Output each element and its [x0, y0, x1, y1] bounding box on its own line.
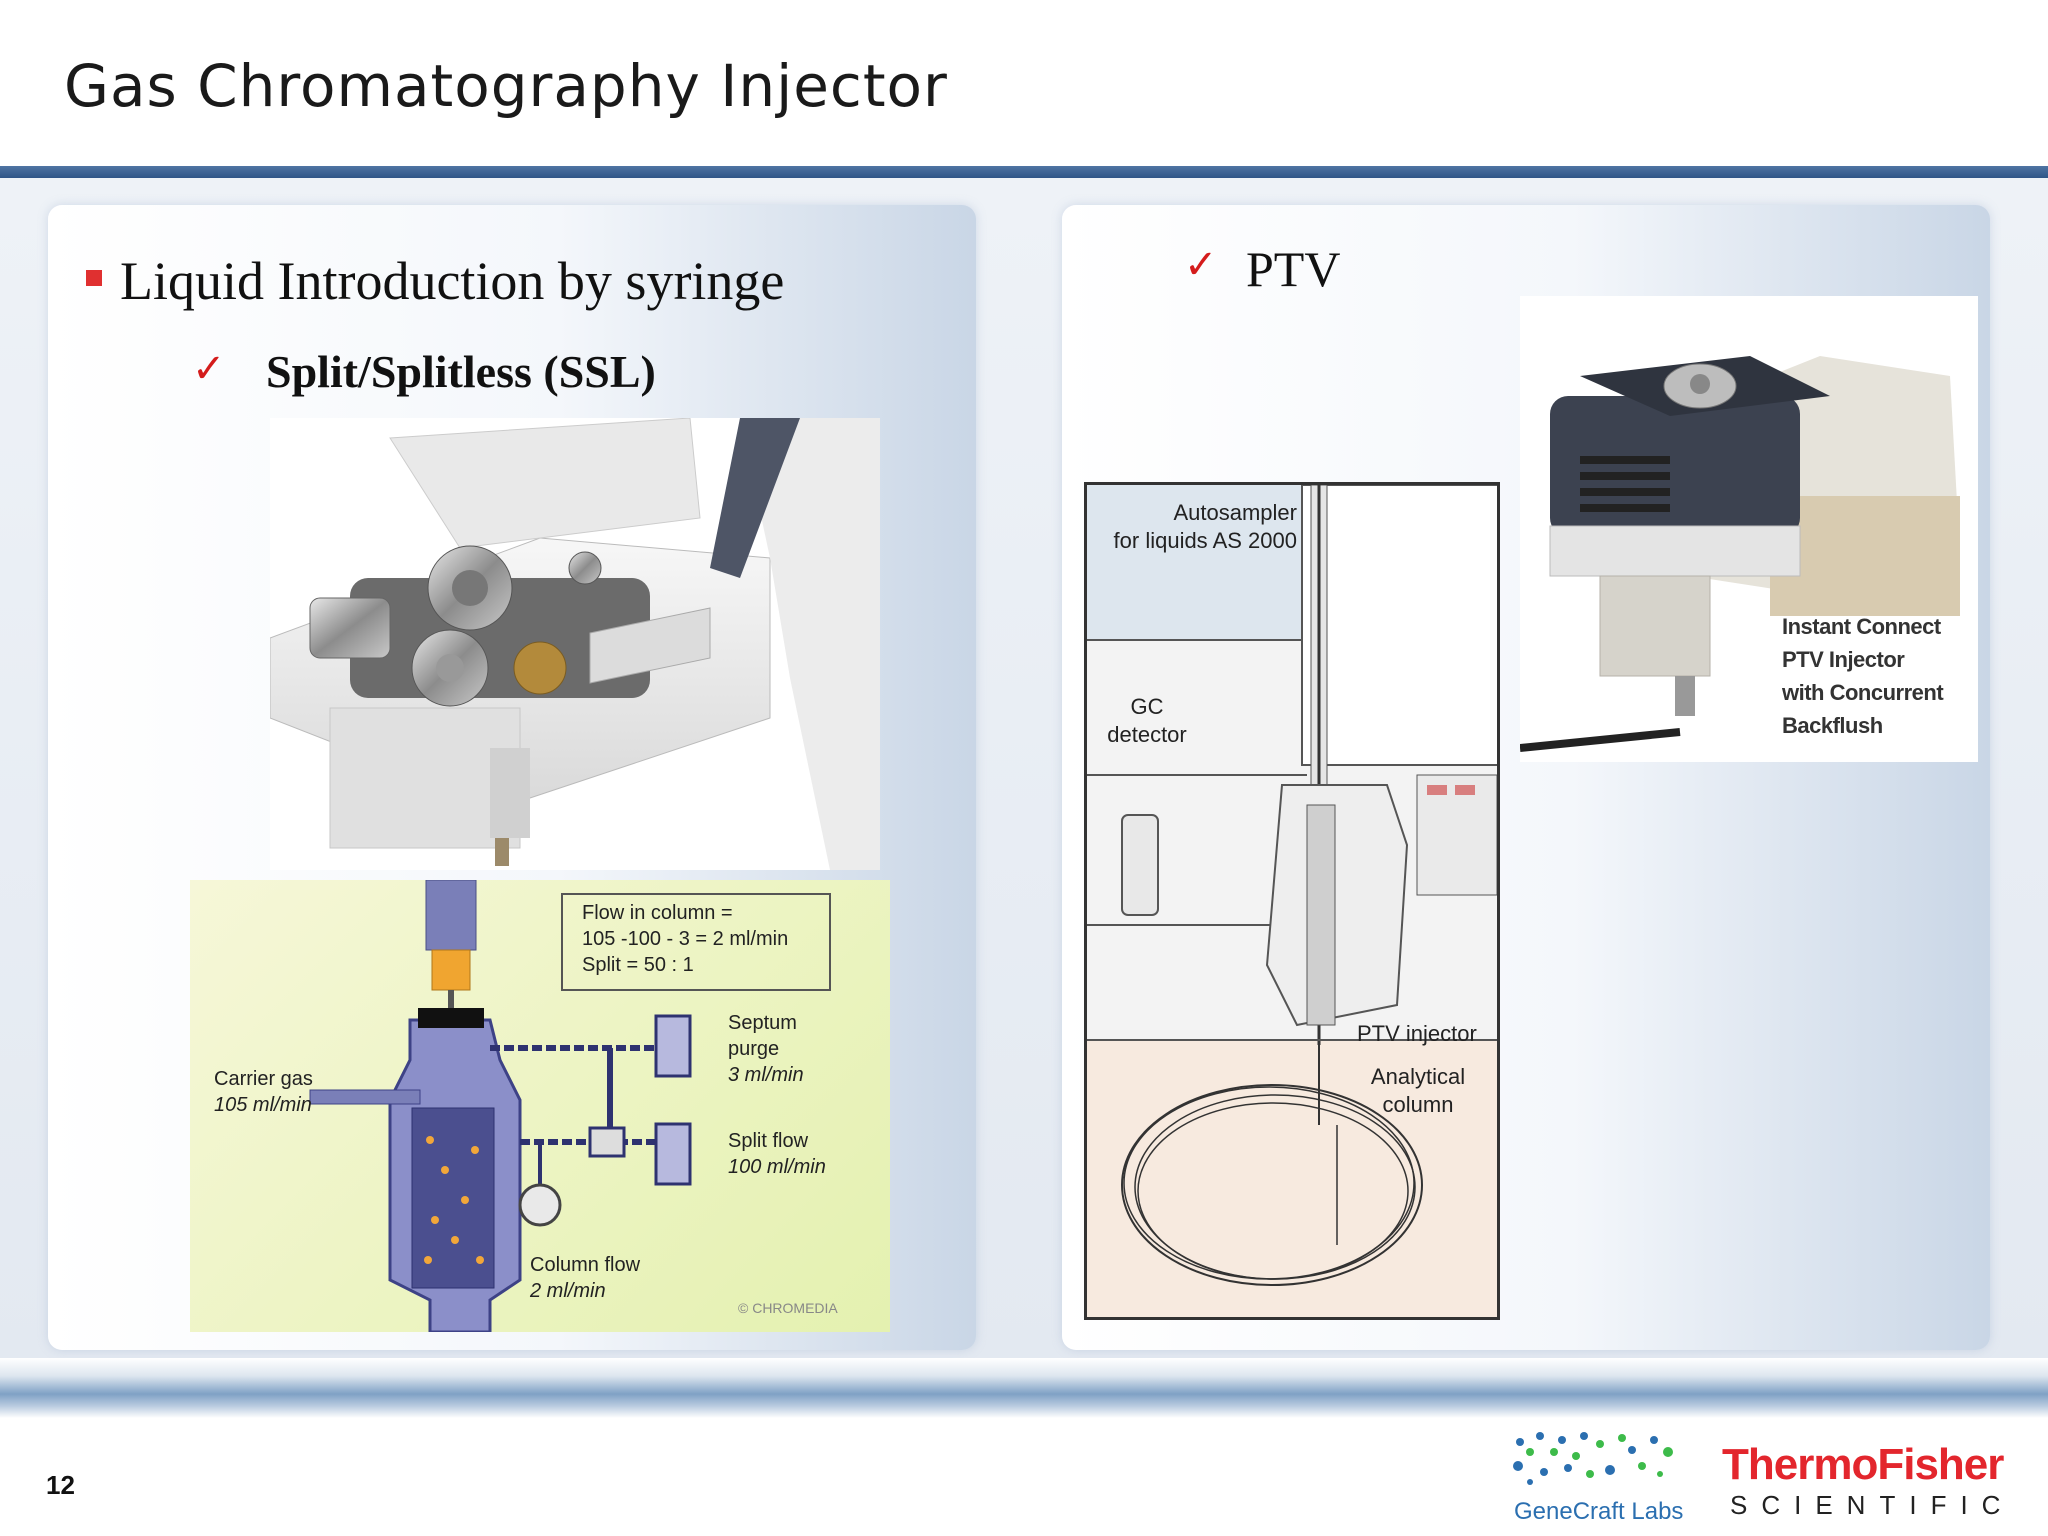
detector-line-2: detector	[1107, 721, 1187, 749]
detector-line-1: GC	[1107, 693, 1187, 721]
slide-title: Gas Chromatography Injector	[64, 52, 948, 120]
septum-line-3: 3 ml/min	[728, 1062, 804, 1088]
caption-line-2: PTV Injector	[1782, 643, 1943, 676]
checkmark-icon: ✓	[192, 346, 226, 392]
bullet-square-icon	[86, 270, 102, 286]
ptv-autosampler-diagram: Autosampler for liquids AS 2000 GC detec…	[1084, 482, 1500, 1320]
title-divider	[0, 166, 2048, 178]
septum-line-2: purge	[728, 1036, 804, 1062]
ssl-schematic-diagram: Flow in column = 105 -100 - 3 = 2 ml/min…	[190, 880, 890, 1332]
ptv-injector-photo: Instant Connect PTV Injector with Concur…	[1520, 296, 1978, 762]
sub-bullet-ssl: Split/Splitless (SSL)	[266, 345, 656, 398]
flow-line-2: 105 -100 - 3 = 2 ml/min	[582, 926, 788, 952]
checkmark-icon: ✓	[1184, 242, 1218, 288]
split-flow-label: Split flow 100 ml/min	[728, 1128, 826, 1180]
carrier-line-1: Carrier gas	[214, 1066, 313, 1092]
analytical-column-label: Analytical column	[1363, 1063, 1473, 1119]
split-line-1: Split flow	[728, 1128, 826, 1154]
column-line-1: Column flow	[530, 1252, 640, 1278]
ssl-injector-photo	[270, 418, 880, 870]
page-number: 12	[46, 1470, 75, 1501]
ptv-injector-label: PTV injector	[1357, 1021, 1477, 1047]
flow-in-column-note: Flow in column = 105 -100 - 3 = 2 ml/min…	[582, 900, 788, 978]
footer-band	[0, 1358, 2048, 1418]
column-label-line-1: Analytical	[1363, 1063, 1473, 1091]
caption-line-1: Instant Connect	[1782, 610, 1943, 643]
septum-purge-label: Septum purge 3 ml/min	[728, 1010, 804, 1088]
gc-detector-label: GC detector	[1107, 693, 1187, 749]
caption-line-3: with Concurrent	[1782, 676, 1943, 709]
carrier-gas-label: Carrier gas 105 ml/min	[214, 1066, 313, 1118]
autosampler-line-1: Autosampler	[1107, 499, 1297, 527]
column-line-2: 2 ml/min	[530, 1278, 640, 1304]
carrier-line-2: 105 ml/min	[214, 1092, 313, 1118]
autosampler-line-2: for liquids AS 2000	[1107, 527, 1297, 555]
thermofisher-scientific-text: SCIENTIFIC	[1730, 1490, 2014, 1521]
flow-line-1: Flow in column =	[582, 900, 788, 926]
bullet-liquid-introduction: Liquid Introduction by syringe	[120, 250, 784, 312]
column-flow-label: Column flow 2 ml/min	[530, 1252, 640, 1304]
septum-line-1: Septum	[728, 1010, 804, 1036]
ptv-photo-caption: Instant Connect PTV Injector with Concur…	[1782, 610, 1943, 742]
bullet-ptv: PTV	[1246, 240, 1340, 298]
chromedia-credit: © CHROMEDIA	[738, 1300, 838, 1316]
autosampler-label: Autosampler for liquids AS 2000	[1107, 499, 1297, 555]
split-line-2: 100 ml/min	[728, 1154, 826, 1180]
thermofisher-logo-text: ThermoFisher	[1722, 1440, 2003, 1490]
flow-line-3: Split = 50 : 1	[582, 952, 788, 978]
column-label-line-2: column	[1363, 1091, 1473, 1119]
genecraft-logo-text: GeneCraft Labs	[1514, 1498, 1683, 1526]
caption-line-4: Backflush	[1782, 709, 1943, 742]
